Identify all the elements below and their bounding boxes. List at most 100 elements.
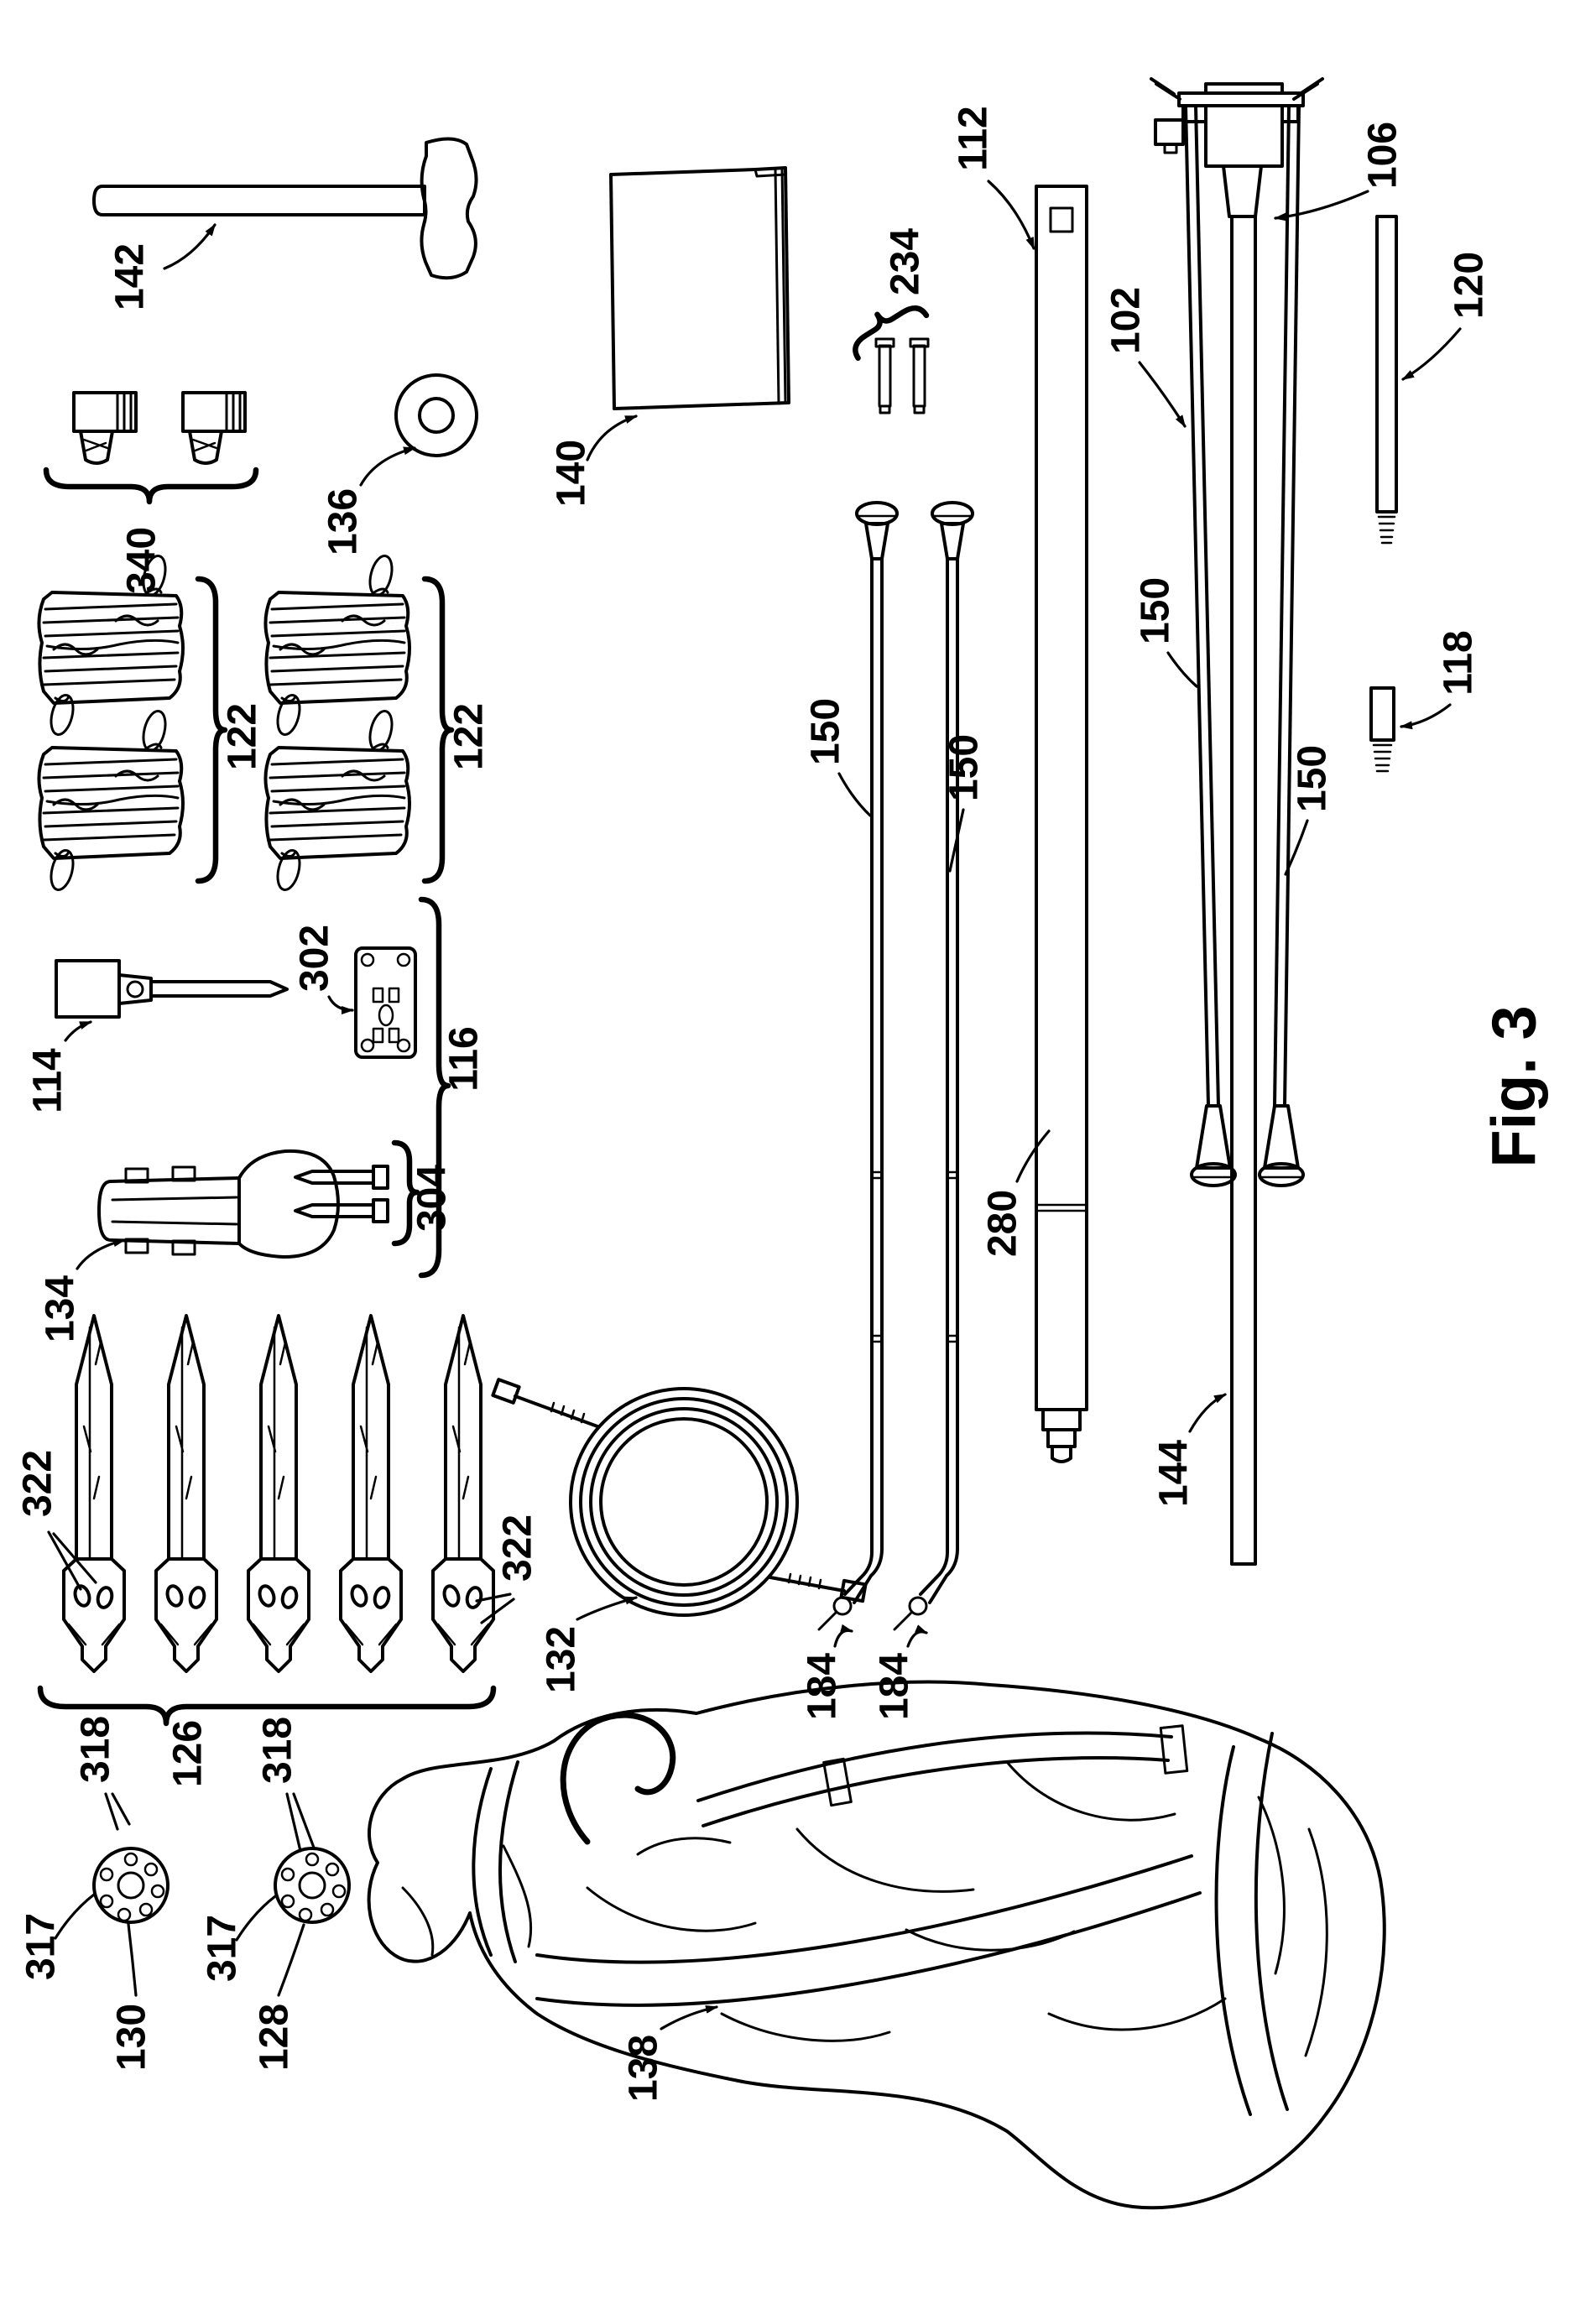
- ref-label-302: 302: [293, 925, 337, 992]
- fitting-340-a: [72, 391, 138, 465]
- ref-label-102: 102: [1104, 287, 1149, 354]
- leader-150-c: [1166, 651, 1198, 688]
- ref-label-150-d: 150: [1291, 745, 1335, 812]
- spikes-304: [294, 1139, 420, 1247]
- stake: [154, 1314, 218, 1673]
- leader-136: [359, 446, 416, 487]
- ref-label-106: 106: [1361, 122, 1406, 189]
- ref-label-112: 112: [952, 106, 996, 170]
- head-leg-150-left: [1184, 104, 1237, 1187]
- leader-138: [660, 2004, 718, 2031]
- leader-112: [987, 180, 1035, 250]
- main-pole-112-280: [1035, 185, 1088, 1463]
- ref-label-322-b: 322: [496, 1514, 540, 1582]
- ref-label-317-b: 317: [201, 1915, 245, 1982]
- mount-plate-302: [354, 946, 417, 1059]
- ref-label-132: 132: [540, 1626, 584, 1693]
- leader-318-a: [104, 1792, 131, 1831]
- leader-317-a: [54, 1893, 96, 1940]
- carry-bag-138: [367, 1680, 1386, 2210]
- leader-150-d: [1284, 819, 1309, 876]
- ref-label-322-a: 322: [16, 1450, 60, 1517]
- ref-label-130: 130: [110, 2004, 154, 2071]
- stakes-322: [37, 1314, 497, 1727]
- strap-bundles-122: [37, 555, 455, 891]
- ref-label-318-a: 318: [74, 1716, 118, 1783]
- ref-label-122-a: 122: [221, 703, 265, 770]
- leader-144: [1188, 1393, 1227, 1433]
- brace-234: [853, 305, 930, 362]
- ref-label-340: 340: [120, 527, 164, 594]
- leader-114: [64, 1020, 92, 1042]
- brace-340: [43, 467, 259, 505]
- leader-140: [586, 414, 638, 461]
- fittings-340: [43, 391, 259, 505]
- leader-184-b: [906, 1624, 928, 1648]
- strap-bundle: [37, 710, 185, 891]
- ref-label-144: 144: [1152, 1440, 1197, 1507]
- head-leg-150-right: [1258, 104, 1305, 1187]
- strap-bundle: [263, 555, 411, 736]
- brace-304: [391, 1139, 420, 1247]
- ref-label-114: 114: [26, 1048, 70, 1113]
- leader-318-b: [285, 1792, 316, 1853]
- leader-132: [576, 1596, 638, 1621]
- leader-317-b: [235, 1895, 277, 1942]
- stake: [62, 1314, 126, 1673]
- strap-bundle: [37, 555, 185, 736]
- guy-pole-150-b: [893, 501, 974, 1631]
- leader-322-b: [475, 1593, 515, 1624]
- ref-label-150-b: 150: [942, 734, 987, 801]
- leader-322-a: [47, 1530, 97, 1591]
- ref-label-116: 116: [442, 1026, 487, 1091]
- stake: [247, 1314, 310, 1673]
- leader-302: [327, 995, 354, 1014]
- ref-label-122-b: 122: [447, 703, 492, 770]
- brace-122-b: [421, 576, 455, 884]
- guy-pole-150-a: [817, 501, 899, 1631]
- ref-label-118: 118: [1437, 630, 1481, 695]
- leader-184-a: [833, 1624, 853, 1648]
- ref-label-134: 134: [39, 1275, 83, 1342]
- ref-label-140: 140: [550, 440, 594, 507]
- figure-caption: Fig. 3: [1479, 1005, 1549, 1167]
- ref-label-234: 234: [884, 228, 928, 295]
- leader-130: [127, 1922, 138, 1997]
- ref-label-128: 128: [253, 2004, 297, 2071]
- tape-roll-136: [394, 373, 478, 457]
- brace-126: [37, 1685, 497, 1727]
- leader-280: [1015, 1129, 1051, 1183]
- ref-label-304: 304: [410, 1165, 455, 1232]
- leader-102: [1138, 361, 1187, 428]
- leader-150-a: [837, 772, 872, 817]
- ref-label-318-b: 318: [256, 1717, 300, 1784]
- ref-label-138: 138: [622, 2035, 666, 2102]
- leader-128: [277, 1923, 305, 1997]
- leader-142: [163, 223, 216, 270]
- ref-label-126: 126: [166, 1720, 211, 1787]
- leader-134: [76, 1238, 126, 1270]
- leader-106: [1274, 190, 1369, 222]
- mallet-tool-134: [97, 1149, 340, 1259]
- cable-coil-132: [491, 1378, 868, 1617]
- ref-label-136: 136: [321, 488, 366, 555]
- brace-116: [418, 896, 451, 1279]
- punch-tool-114: [55, 959, 289, 1019]
- leader-118: [1400, 703, 1452, 730]
- stake: [339, 1314, 403, 1673]
- tarp-140: [609, 166, 790, 410]
- ref-label-150-a: 150: [804, 698, 848, 765]
- hammer-142: [92, 137, 478, 280]
- fitting-340-b: [181, 391, 247, 465]
- pins-234: [853, 305, 930, 414]
- ref-label-150-c: 150: [1134, 577, 1178, 644]
- ref-label-184-b: 184: [873, 1653, 917, 1720]
- threaded-fitting-118: [1369, 686, 1395, 773]
- ref-label-280: 280: [981, 1190, 1025, 1257]
- brace-122-a: [195, 576, 228, 884]
- stake: [431, 1314, 495, 1673]
- leader-120: [1401, 327, 1462, 381]
- strap-bundle: [263, 710, 411, 891]
